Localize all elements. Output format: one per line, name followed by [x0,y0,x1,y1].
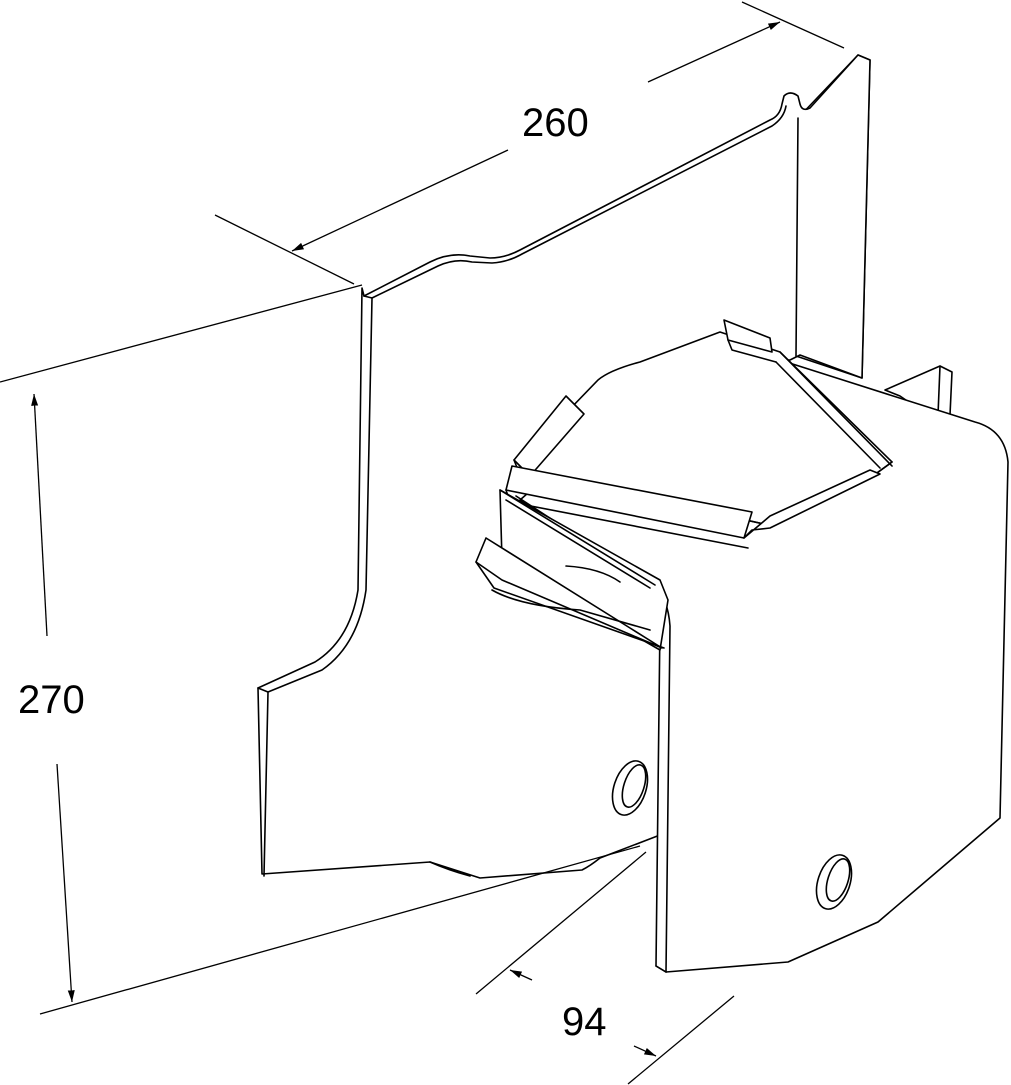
back-plate-hole [611,760,649,816]
dimension-depth-label: 94 [562,1000,607,1044]
dimension-height-label: 270 [18,678,85,722]
dimension-depth: 94 [475,851,735,1085]
dimension-width: 260 [214,1,845,285]
dimension-height: 270 [0,284,641,1015]
clamp-jaws [475,319,893,651]
dimension-width-label: 260 [522,101,589,145]
